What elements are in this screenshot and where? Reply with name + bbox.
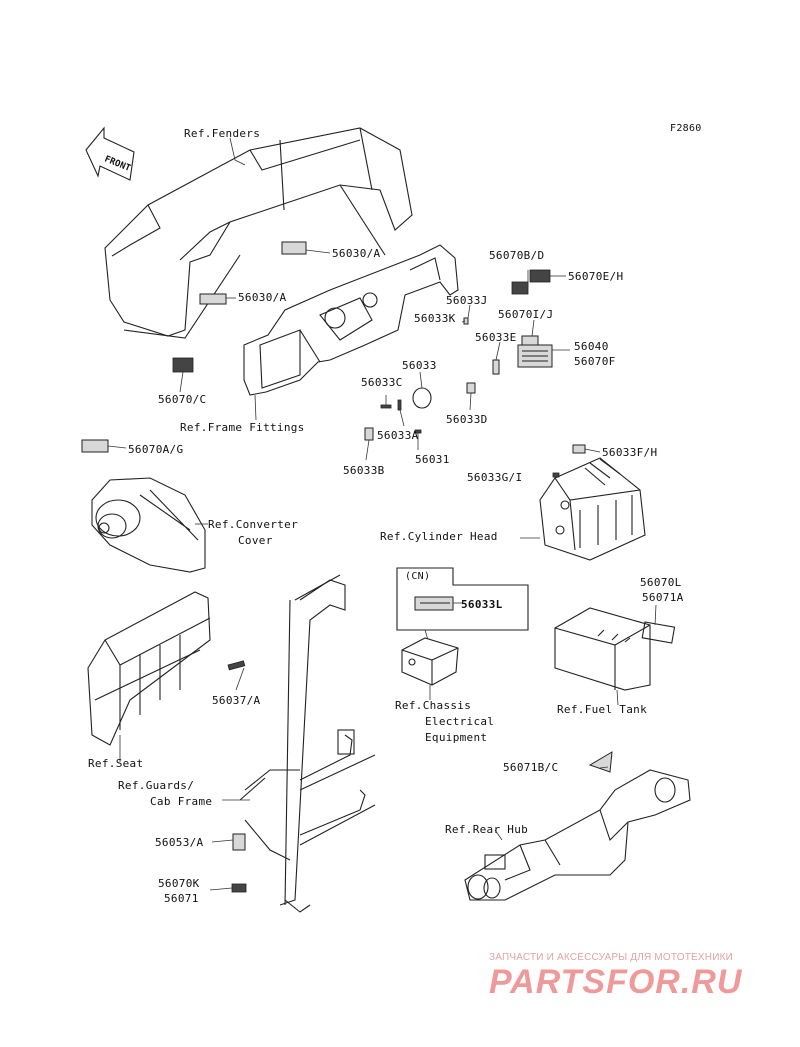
label-ref-chassis: Ref.Chassis — [395, 699, 472, 712]
label-56070c: 56070/C — [158, 393, 207, 406]
label-56033fh: 56033F/H — [602, 446, 658, 459]
watermark-tagline: ЗАПЧАСТИ И АКСЕССУАРЫ ДЛЯ МОТОТЕХНИКИ — [489, 952, 734, 963]
frame-fittings-part — [243, 244, 553, 441]
cab-frame-part — [231, 574, 376, 913]
label-ref-chassis-equipment: Equipment — [425, 731, 488, 744]
label-56033k: 56033K — [414, 312, 456, 325]
label-ref-frame-fittings: Ref.Frame Fittings — [180, 421, 305, 434]
chassis-electrical-part — [401, 637, 459, 686]
converter-cover-part — [81, 439, 206, 573]
label-56033c: 56033C — [361, 376, 403, 389]
label-56033b: 56033B — [343, 464, 385, 477]
label-56070f: 56070F — [574, 355, 616, 368]
label-ref-converter: Ref.Converter — [208, 518, 298, 531]
label-ref-chassis-electrical: Electrical — [425, 715, 495, 728]
seat-part — [87, 591, 246, 746]
label-56033l: 56033L — [461, 598, 503, 611]
leader-lines — [107, 137, 657, 891]
label-ref-rear-hub: Ref.Rear Hub — [445, 823, 529, 836]
label-56053a: 56053/A — [155, 836, 204, 849]
watermark-logo: PARTSFOR.RU — [489, 963, 743, 1001]
label-ref-seat: Ref.Seat — [88, 757, 144, 770]
label-56031: 56031 — [415, 453, 450, 466]
label-56030a-1: 56030/A — [332, 247, 381, 260]
front-arrow-icon — [85, 126, 135, 181]
fuel-tank-part — [554, 607, 676, 691]
label-56070eh: 56070E/H — [568, 270, 624, 283]
rear-hub-part — [464, 751, 691, 901]
label-56037a: 56037/A — [212, 694, 261, 707]
label-56070k: 56070K — [158, 877, 200, 890]
label-56070ag: 56070A/G — [128, 443, 184, 456]
label-ref-cylinder-head: Ref.Cylinder Head — [380, 530, 498, 543]
label-ref-converter-cover: Cover — [238, 534, 273, 547]
label-56071a: 56071A — [642, 591, 684, 604]
label-ref-cab-frame: Cab Frame — [150, 795, 213, 808]
label-56071bc: 56071B/C — [503, 761, 559, 774]
label-56033gi: 56033G/I — [467, 471, 523, 484]
cylinder-head-part — [539, 444, 646, 561]
figure-code: F2860 — [670, 123, 702, 134]
fenders-part — [104, 127, 413, 373]
label-ref-fenders: Ref.Fenders — [184, 127, 261, 140]
label-ref-fuel-tank: Ref.Fuel Tank — [557, 703, 647, 716]
label-cn: (CN) — [405, 571, 431, 582]
label-56070l: 56070L — [640, 576, 682, 589]
label-56033: 56033 — [402, 359, 437, 372]
label-56033e: 56033E — [475, 331, 517, 344]
label-ref-guards: Ref.Guards/ — [118, 779, 195, 792]
label-56030a-2: 56030/A — [238, 291, 287, 304]
label-56033a: 56033A — [377, 429, 419, 442]
label-56040: 56040 — [574, 340, 609, 353]
cn-box — [396, 567, 529, 641]
label-56033d: 56033D — [446, 413, 488, 426]
label-56071: 56071 — [164, 892, 199, 905]
label-56070ij: 56070I/J — [498, 308, 554, 321]
label-56033j: 56033J — [446, 294, 488, 307]
label-56070bd: 56070B/D — [489, 249, 545, 262]
